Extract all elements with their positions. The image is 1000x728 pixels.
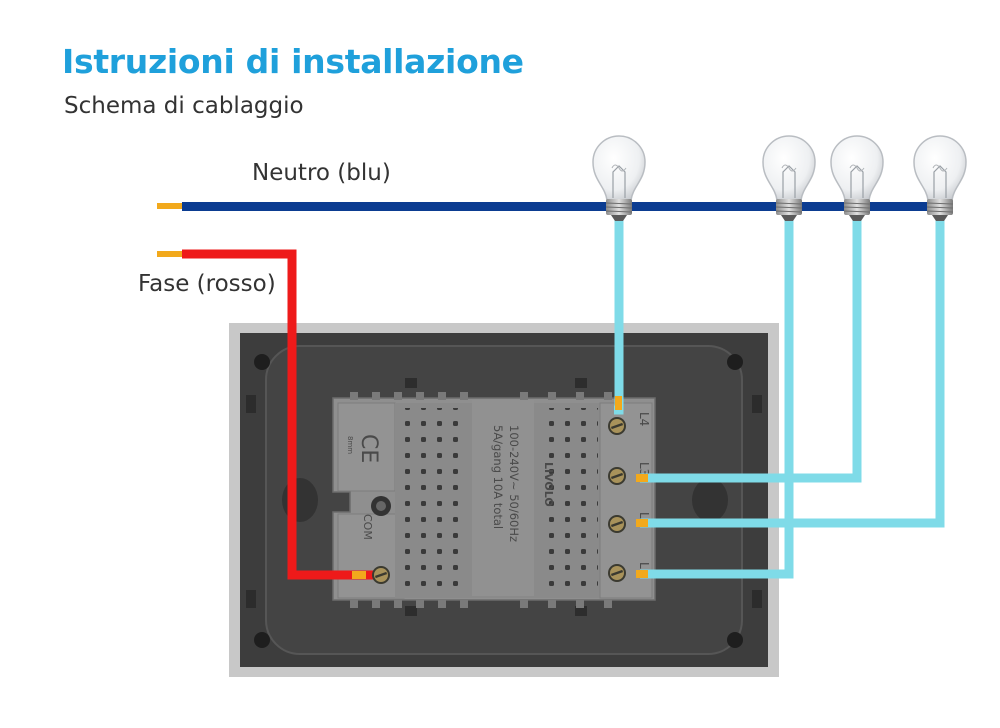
ce-mark-icon: CE xyxy=(356,434,381,463)
mounting-hole xyxy=(254,354,270,370)
neutral-wire-label: Neutro (blu) xyxy=(252,160,391,186)
terminal-screw-icon xyxy=(608,417,626,435)
switch-module: 100-240V~ 50/60Hz 5A/gang 10A total LIVO… xyxy=(332,392,656,608)
terminal-label-l4: L4 xyxy=(637,412,651,426)
terminal-label-l3: L3 xyxy=(637,462,651,476)
wire-strip-label: 8mm xyxy=(346,436,354,454)
terminal-screw-icon xyxy=(372,566,390,584)
page-subtitle: Schema di cablaggio xyxy=(64,93,304,119)
phase-wire-label: Fase (rosso) xyxy=(138,271,276,297)
terminal-screw-icon xyxy=(608,467,626,485)
neutral-wire-tip xyxy=(157,203,183,209)
page-title: Istruzioni di installazione xyxy=(62,42,524,81)
mounting-hole xyxy=(727,354,743,370)
neutral-wire xyxy=(182,202,952,211)
phase-wire xyxy=(182,249,376,580)
terminal-screw-icon xyxy=(608,564,626,582)
mounting-hole xyxy=(254,632,270,648)
rating-label: 100-240V~ 50/60Hz xyxy=(507,425,521,542)
terminal-screw-icon xyxy=(608,515,626,533)
com-label: COM xyxy=(361,514,374,540)
rating-label: 5A/gang 10A total xyxy=(491,425,505,529)
mounting-hole xyxy=(727,632,743,648)
brand-logo: LIVOLO xyxy=(542,462,555,507)
phase-wire-tip xyxy=(157,251,183,257)
